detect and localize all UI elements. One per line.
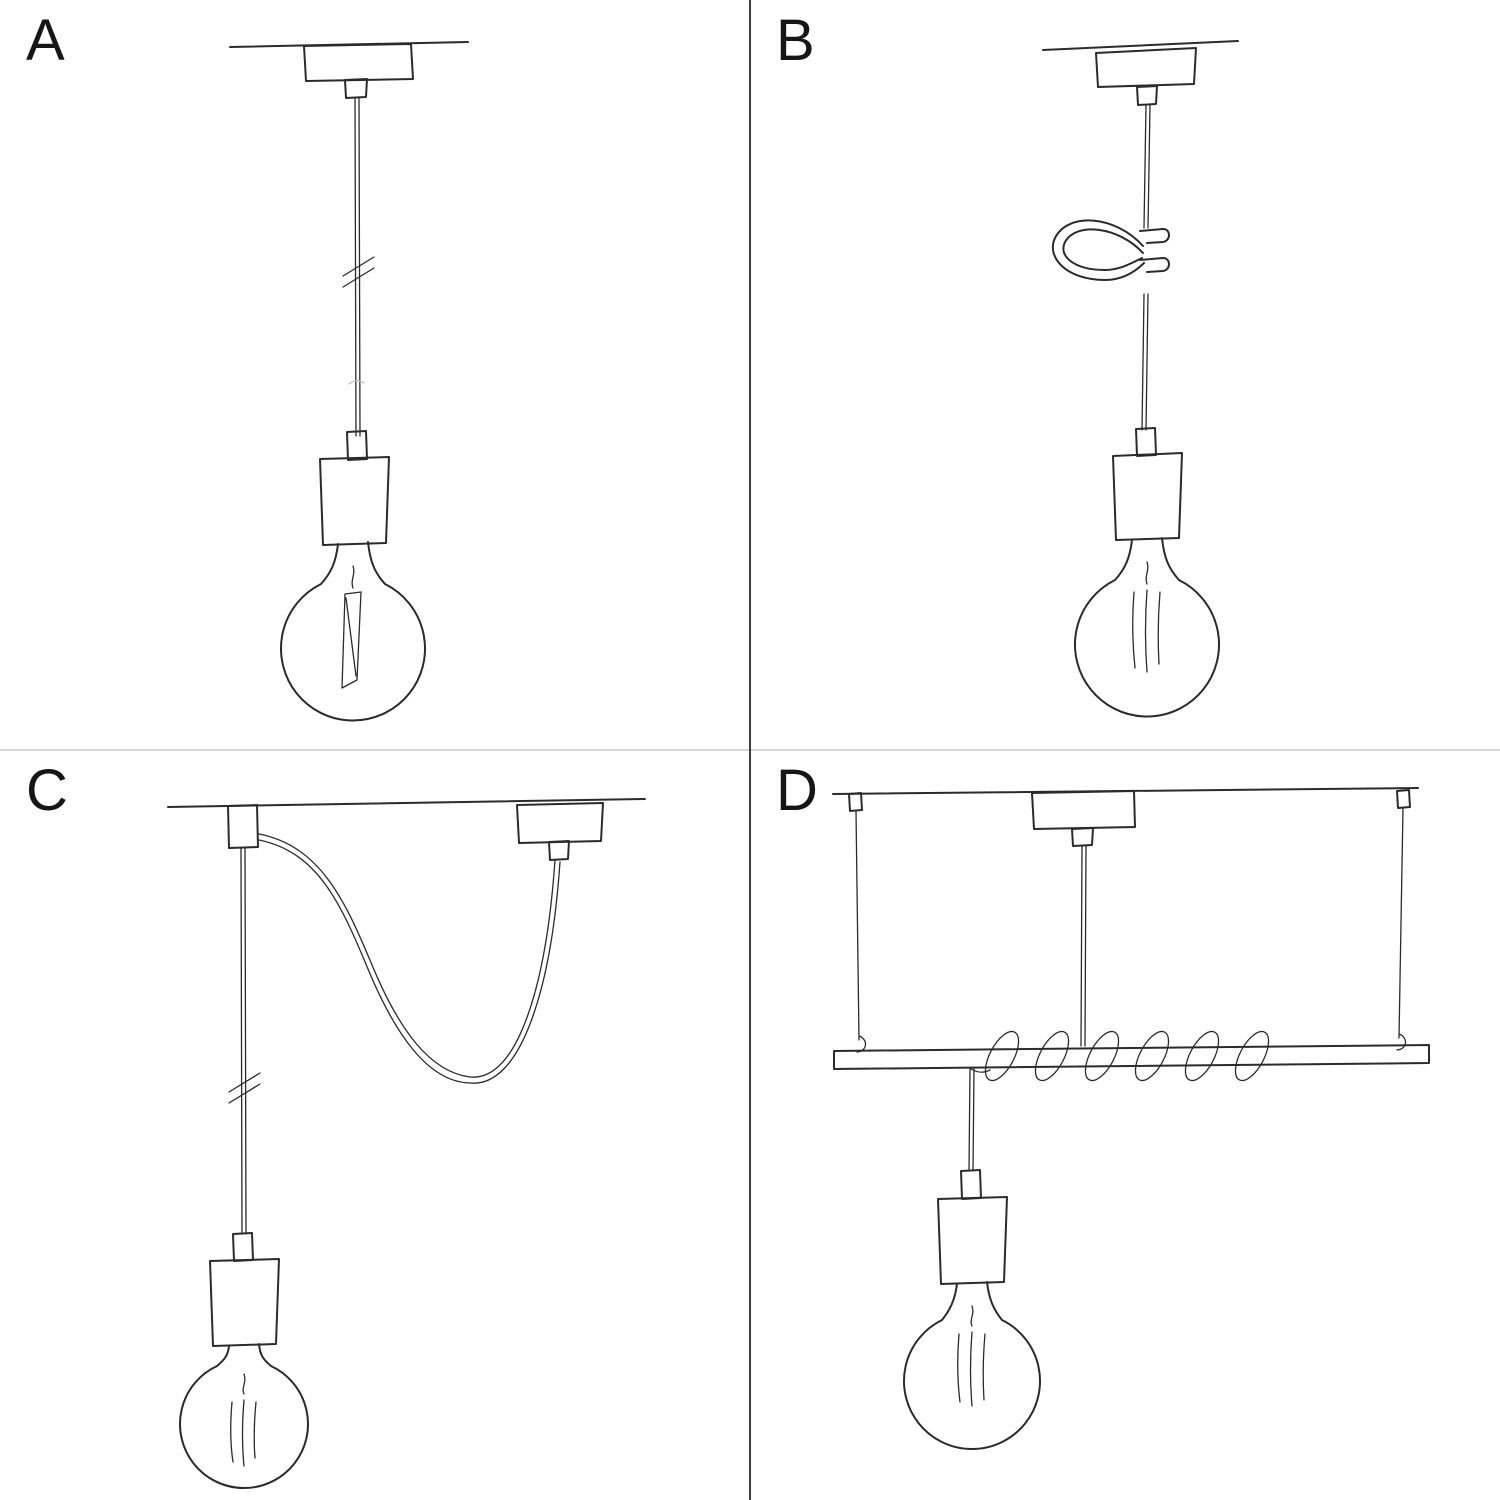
drop-cable xyxy=(228,847,261,1235)
pendant-cable xyxy=(1141,104,1151,431)
lamp-holder xyxy=(937,1169,1008,1285)
ceiling-line xyxy=(1042,40,1239,51)
light-bulb xyxy=(1074,537,1220,718)
panel-label-b: B xyxy=(776,8,816,73)
panel-d: D xyxy=(750,750,1500,1500)
lamp-holder xyxy=(319,430,390,546)
lamp-holder xyxy=(1112,427,1183,541)
vertical-divider xyxy=(749,0,751,1500)
drop-cable-upper xyxy=(1080,845,1087,1047)
ceiling-rose xyxy=(1095,47,1197,106)
sketch-swag-pendant-two-ceiling-points xyxy=(167,798,646,1490)
ceiling-rose xyxy=(1031,790,1136,847)
pendant-cable xyxy=(342,97,375,437)
cable-exit-box xyxy=(227,804,259,849)
swag-cable xyxy=(258,833,561,1084)
cable-hook-loop xyxy=(1052,219,1170,281)
ceiling-rose xyxy=(303,43,414,99)
wooden-bar xyxy=(833,1044,1430,1070)
panel-label-d: D xyxy=(776,758,819,823)
suspension-wire-right xyxy=(1396,789,1411,1051)
lamp-holder xyxy=(209,1232,280,1347)
panel-label-c: C xyxy=(26,758,69,823)
panel-label-a: A xyxy=(26,8,66,73)
sketch-pendant-with-cable-hook-loop xyxy=(1042,40,1239,718)
panel-b: B xyxy=(750,0,1500,750)
light-bulb xyxy=(280,541,426,722)
sketch-pendant-straight-drop xyxy=(229,41,469,722)
cable-coils xyxy=(970,1030,1270,1082)
ceiling-rose xyxy=(516,802,604,861)
sketch-pendant-coiled-on-suspended-bar xyxy=(832,787,1430,1451)
panel-a: A xyxy=(0,0,750,750)
suspension-wire-left xyxy=(848,792,867,1053)
panel-c: C xyxy=(0,750,750,1500)
light-bulb xyxy=(179,1343,309,1490)
light-bulb xyxy=(903,1281,1041,1451)
drop-cable-lower xyxy=(968,1068,975,1172)
